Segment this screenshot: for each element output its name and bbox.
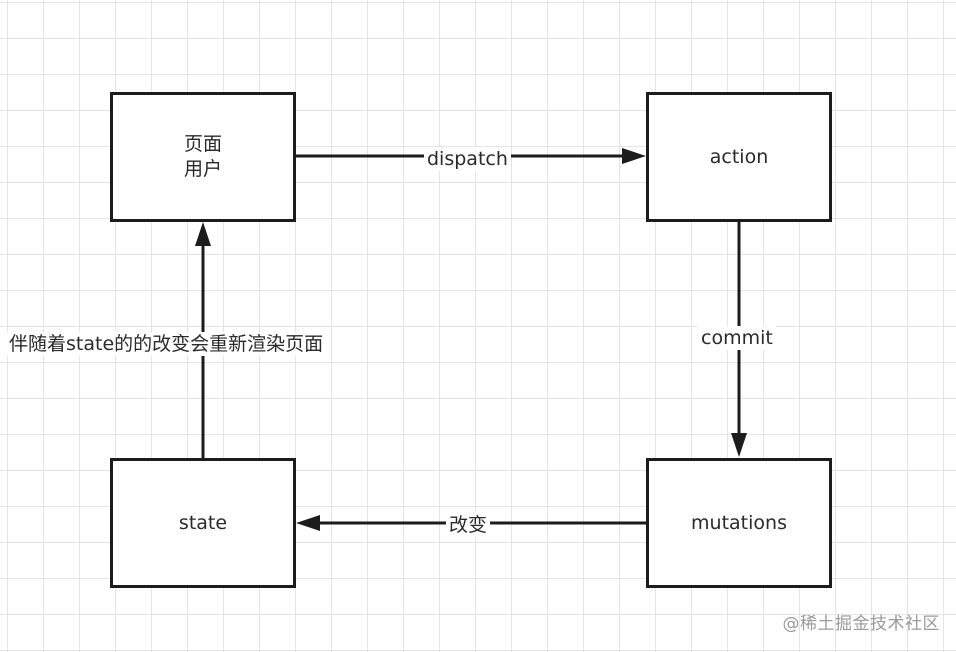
node-page-user: 页面 用户 [110,92,296,222]
arrowhead-change [296,515,320,531]
edge-label-commit: commit [698,326,776,350]
node-page-user-line2: 用户 [183,158,222,180]
node-action: action [646,92,832,222]
node-state-label: state [178,511,228,534]
node-page-user-line1: 页面 [183,133,222,156]
edge-label-render: 伴随着state的的改变会重新渲染页面 [6,332,327,356]
node-state: state [110,458,296,588]
arrowhead-dispatch [622,148,646,164]
edge-label-dispatch: dispatch [424,147,511,171]
arrowhead-commit [731,433,747,457]
arrowhead-render [195,222,211,246]
node-mutations-label: mutations [691,511,787,534]
edge-label-change: 改变 [446,513,491,537]
node-mutations: mutations [646,458,832,588]
node-action-label: action [709,145,769,168]
watermark: @稀土掘金技术社区 [782,614,940,634]
